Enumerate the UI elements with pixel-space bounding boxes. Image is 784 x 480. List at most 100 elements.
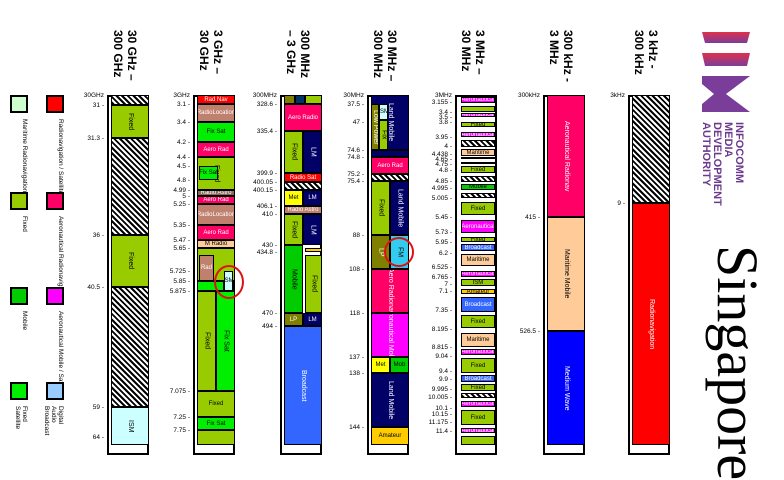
frequency-tick-label: 8.195 - <box>431 326 452 333</box>
band-label: Radio Sat <box>289 174 317 181</box>
band-label: Met <box>288 195 299 201</box>
band-allocation-rad: Rad <box>198 255 215 281</box>
frequency-tick-label: 137 - <box>349 354 364 361</box>
band-label: Met <box>375 362 386 368</box>
band-allocation-amateur: Amateur <box>460 289 496 294</box>
frequency-tick-label: 30MHz <box>343 92 364 99</box>
legend-label: Aeronautical Radionavigation <box>57 216 64 301</box>
band-label: Aero Rad <box>203 146 229 153</box>
frequency-tick-label: 7.35 - <box>435 307 452 314</box>
frequency-tick-label: 4.65 - <box>435 156 452 163</box>
band-allocation-radiolocation: RadioLocation <box>197 104 235 122</box>
frequency-tick-label: 88 - <box>352 232 364 239</box>
band-label: Aero Rad <box>203 229 229 236</box>
frequency-tick-label: 138 - <box>349 370 364 377</box>
band-allocation-unallocated <box>632 95 670 203</box>
frequency-tick-label: 9.9 - <box>438 376 452 383</box>
frequency-tick-label: 118 - <box>349 310 364 317</box>
band-label: ISM <box>472 279 484 286</box>
band-allocation-lp: LP <box>284 313 303 326</box>
band-label: Mobile <box>469 184 487 190</box>
band-allocation-lm: LM <box>303 313 322 326</box>
band-allocation-unallocated <box>460 193 496 198</box>
frequency-tick-label: 11.4 - <box>435 428 452 435</box>
legend-swatch <box>10 287 28 305</box>
legend-label: Fixed Satellite <box>14 406 28 430</box>
band-label: Broadcast <box>300 369 307 402</box>
frequency-tick-label: 400.15 - <box>253 187 277 194</box>
frequency-tick-label: 11.175 - <box>428 419 452 426</box>
band-allocation-unallocated <box>284 182 322 190</box>
column-header: 30 GHz – 300 GHz <box>111 30 139 81</box>
band-allocation-low-power: Low Power <box>371 104 380 150</box>
band-label: Broadcast <box>464 375 492 382</box>
frequency-tick-label: 10.15 - <box>431 411 452 418</box>
band-label: Aeronautical Mobile <box>387 313 394 357</box>
frequency-tick-label: 74.8 - <box>347 154 364 161</box>
band-allocation-aeronautical: Aeronautical <box>460 132 496 137</box>
band-label: Fixed <box>470 362 486 369</box>
band-allocation-aeromob <box>460 162 496 164</box>
band-label: Fix Sat <box>222 330 230 352</box>
band-allocation-fixed: Fixed <box>197 291 216 391</box>
band-label: Maritime Mobile <box>563 249 570 299</box>
band-label: Fixed <box>290 220 298 239</box>
legend-swatch <box>46 382 64 400</box>
band-label: Land Mobile <box>387 380 394 420</box>
band-allocation-aeronautical: Aeronautical <box>460 401 496 407</box>
frequency-tick-label: 410 - <box>262 211 277 218</box>
band-label: Fix Sat <box>206 129 226 135</box>
band-label: LM <box>309 147 317 157</box>
band-label: Land Mobile <box>387 103 394 142</box>
imda-logo-icon <box>702 32 750 112</box>
highlight-circle-fm <box>384 237 414 267</box>
band-label: Rad Nav <box>204 96 228 103</box>
legend-swatch <box>46 95 64 113</box>
band-label: Aero Radionav <box>387 269 394 313</box>
band-allocation-unallocated <box>460 393 496 398</box>
frequency-tick-label: 36 - <box>92 232 104 239</box>
frequency-tick-label: 3.4 - <box>176 119 190 126</box>
band-allocation-ism: ISM <box>111 407 149 445</box>
frequency-tick-label: 430 - <box>262 242 277 249</box>
frequency-tick-label: 5.45 - <box>435 214 452 221</box>
band-allocation-amateur: Amateur <box>371 427 409 445</box>
frequency-tick-label: 400.05 - <box>253 179 277 186</box>
band-allocation-fixed: Fixed <box>460 237 496 242</box>
band-allocation-unallocated <box>111 287 149 407</box>
band-label: Aeronautical <box>461 401 495 407</box>
band-label: Amateur <box>378 433 402 439</box>
frequency-tick-label: 415 - <box>525 214 540 221</box>
frequency-tick-label: 64 - <box>92 434 104 441</box>
band-allocation-maritime: Maritime <box>460 333 496 347</box>
band-allocation-maritime: Maritime <box>460 254 496 266</box>
band-allocation-maritime-mobile: Maritime Mobile <box>547 217 585 331</box>
band-allocation-fixed <box>304 95 322 104</box>
band-allocation-met: Met <box>284 190 303 206</box>
band-allocation-aeronautical: Aeronautical <box>460 220 496 233</box>
band-label: Aero Rad <box>203 197 229 203</box>
band-label: Medium Wave <box>563 365 570 411</box>
frequency-tick-label: 10.1 - <box>435 405 452 412</box>
highlight-circle-ism <box>214 265 244 299</box>
band-allocation-broadcast: Broadcast <box>460 375 496 382</box>
frequency-tick-label: 5.35 - <box>173 222 190 229</box>
frequency-tick-label: 31 - <box>92 102 104 109</box>
band-allocation-aeronautical: Aeronautical <box>460 113 496 117</box>
band-allocation-fix: Fix <box>379 120 389 150</box>
frequency-tick-label: 3.95 - <box>435 134 452 141</box>
column-header: 3 MHz – 30 MHz <box>459 30 487 75</box>
band-label: Fixed <box>310 275 318 293</box>
frequency-tick-label: 5.73 - <box>435 229 452 236</box>
frequency-tick-label: 37.5 - <box>347 101 364 108</box>
band-label: Land Mobile <box>396 188 404 228</box>
band-label: Radio Astro <box>200 190 232 196</box>
band-label: Fixed <box>470 237 486 242</box>
frequency-tick-label: 74.6 - <box>347 147 364 154</box>
band-label: Aero Radio <box>287 114 319 121</box>
band-allocation-met: Met <box>371 357 390 373</box>
band-label: Fix Sat <box>199 170 218 176</box>
band-label: Fix Sat <box>206 420 226 427</box>
